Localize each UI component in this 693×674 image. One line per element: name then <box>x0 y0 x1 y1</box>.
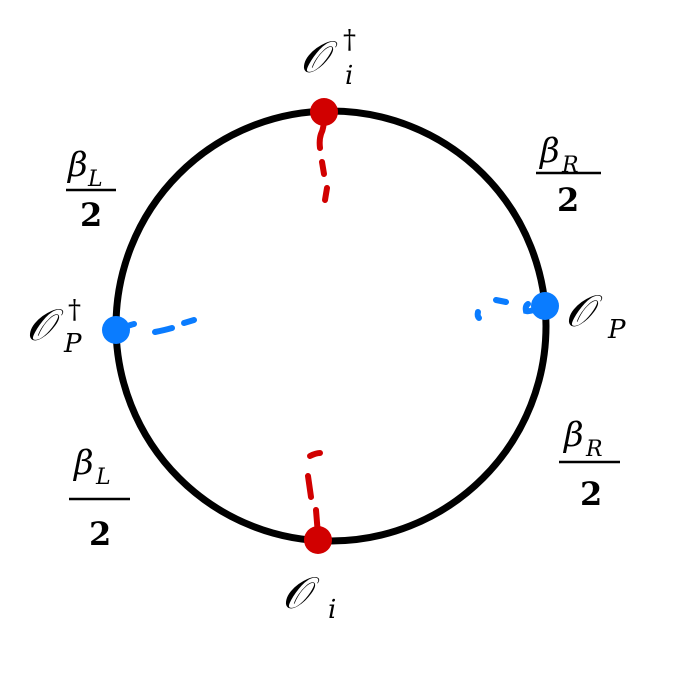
operator-i-dot <box>304 526 332 554</box>
operator-i-dagger-dot <box>310 98 338 126</box>
operator-i-label: 𝒪 i <box>282 568 336 625</box>
fraction-numerator: β <box>538 131 560 171</box>
operator-P-dot <box>531 292 559 320</box>
operator-subscript: i <box>345 61 353 91</box>
operator-i-dagger-label: 𝒪 † i <box>300 25 356 91</box>
operator-superscript: † <box>343 25 356 55</box>
fraction-numerator: β <box>562 415 584 455</box>
fraction-denominator: 2 <box>89 515 111 553</box>
operator-i-dagger-line <box>316 115 330 203</box>
fraction-numerator-subscript: L <box>87 167 103 192</box>
arc-label-bottom-left: β L 2 <box>69 443 130 553</box>
thermal-circle <box>112 107 550 545</box>
arc-label-bottom-right: β R 2 <box>559 415 620 513</box>
operator-P-label: 𝒪 P <box>565 286 626 345</box>
fraction-denominator: 2 <box>80 196 102 234</box>
fraction-numerator: β <box>66 145 88 185</box>
fraction-denominator: 2 <box>557 181 579 219</box>
arc-label-top-right: β R 2 <box>536 131 601 219</box>
fraction-numerator-subscript: R <box>585 437 603 462</box>
fraction-numerator-subscript: L <box>95 465 111 490</box>
arc-label-top-left: β L 2 <box>66 145 116 234</box>
operator-subscript: P <box>607 315 626 345</box>
operator-subscript: i <box>328 595 336 625</box>
fraction-denominator: 2 <box>580 475 602 513</box>
operator-symbol: 𝒪 <box>26 300 64 351</box>
fraction-numerator: β <box>72 443 94 483</box>
operator-i-line <box>305 450 323 538</box>
operator-P-dagger-dot <box>102 316 130 344</box>
operator-subscript: P <box>63 329 82 359</box>
operator-symbol: 𝒪 <box>282 568 320 619</box>
operator-P-line <box>474 297 541 321</box>
operator-symbol: 𝒪 <box>300 32 338 83</box>
operator-superscript: † <box>68 295 81 325</box>
operator-symbol: 𝒪 <box>565 286 603 337</box>
operator-P-dagger-label: 𝒪 † P <box>26 295 82 359</box>
operator-P-dagger-line <box>119 317 197 335</box>
